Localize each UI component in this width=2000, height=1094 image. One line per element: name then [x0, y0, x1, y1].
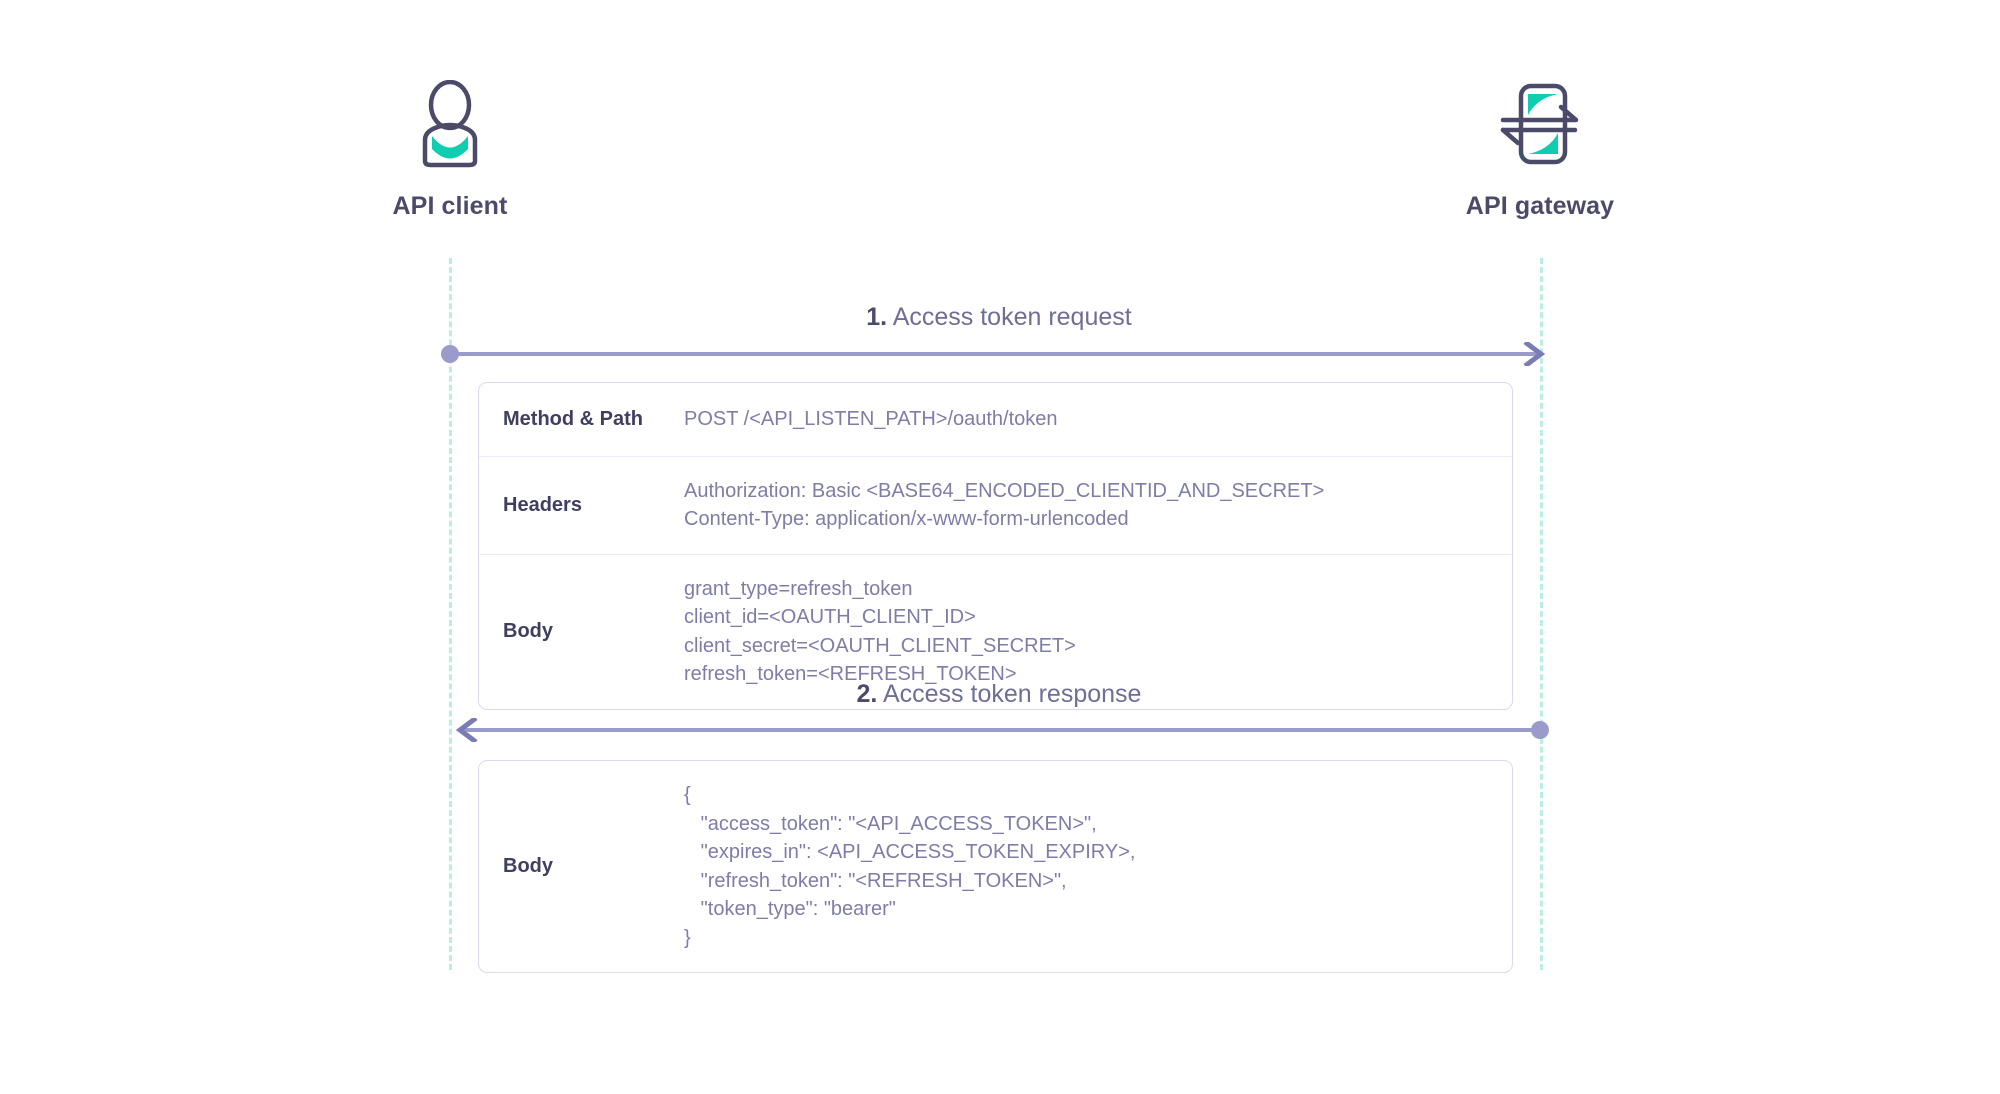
row-values: { "access_token": "<API_ACCESS_TOKEN>", … [684, 781, 1512, 952]
row-values: grant_type=refresh_token client_id=<OAUT… [684, 575, 1512, 689]
message-2-title: Access token response [882, 680, 1142, 708]
row-key: Body [503, 855, 553, 877]
row-value: POST /<API_LISTEN_PATH>/oauth/token [684, 408, 1058, 430]
row-value: Content-Type: application/x-www-form-url… [684, 508, 1129, 530]
message-2-number: 2. [856, 680, 878, 708]
row-value: "expires_in": <API_ACCESS_TOKEN_EXPIRY>, [684, 841, 1136, 863]
message-1-details-card: Method & Path POST /<API_LISTEN_PATH>/oa… [478, 382, 1513, 710]
message-1-number: 1. [866, 303, 888, 331]
row-key: Body [503, 620, 553, 642]
gateway-exchange-icon [1390, 78, 1690, 170]
row-value: "refresh_token": "<REFRESH_TOKEN>", [684, 869, 1067, 892]
row-value: grant_type=refresh_token [684, 577, 913, 600]
actor-label: API gateway [1465, 192, 1615, 220]
row-key: Headers [503, 493, 582, 516]
message-1-title: Access token request [892, 303, 1132, 331]
message-2-label: 2. Access token response [449, 680, 1549, 709]
row-value: client_secret=<OAUTH_CLIENT_SECRET> [684, 634, 1076, 657]
message-1-arrow [440, 340, 1550, 368]
actor-api-client: API client [300, 78, 600, 221]
lifeline-api-gateway [1540, 258, 1543, 970]
row-values: POST /<API_LISTEN_PATH>/oauth/token [684, 405, 1512, 434]
lifeline-api-client [449, 258, 452, 970]
actor-label: API client [392, 192, 508, 220]
row-value: { [684, 784, 691, 806]
table-row: Method & Path POST /<API_LISTEN_PATH>/oa… [479, 383, 1512, 457]
row-value: "token_type": "bearer" [684, 898, 896, 920]
user-icon [300, 78, 600, 170]
message-1-label: 1. Access token request [449, 303, 1549, 332]
row-value: client_id=<OAUTH_CLIENT_ID> [684, 606, 976, 628]
actor-api-gateway: API gateway [1390, 78, 1690, 221]
table-row: Body grant_type=refresh_token client_id=… [479, 555, 1512, 709]
table-row: Headers Authorization: Basic <BASE64_ENC… [479, 457, 1512, 555]
row-value: Authorization: Basic <BASE64_ENCODED_CLI… [684, 479, 1325, 502]
row-values: Authorization: Basic <BASE64_ENCODED_CLI… [684, 477, 1512, 534]
row-value: } [684, 926, 691, 949]
row-key: Method & Path [503, 408, 643, 430]
message-2-arrow [452, 716, 1550, 744]
table-row: Body { "access_token": "<API_ACCESS_TOKE… [479, 761, 1512, 972]
message-2-details-card: Body { "access_token": "<API_ACCESS_TOKE… [478, 760, 1513, 973]
row-value: refresh_token=<REFRESH_TOKEN> [684, 663, 1017, 685]
row-value: "access_token": "<API_ACCESS_TOKEN>", [684, 812, 1097, 835]
